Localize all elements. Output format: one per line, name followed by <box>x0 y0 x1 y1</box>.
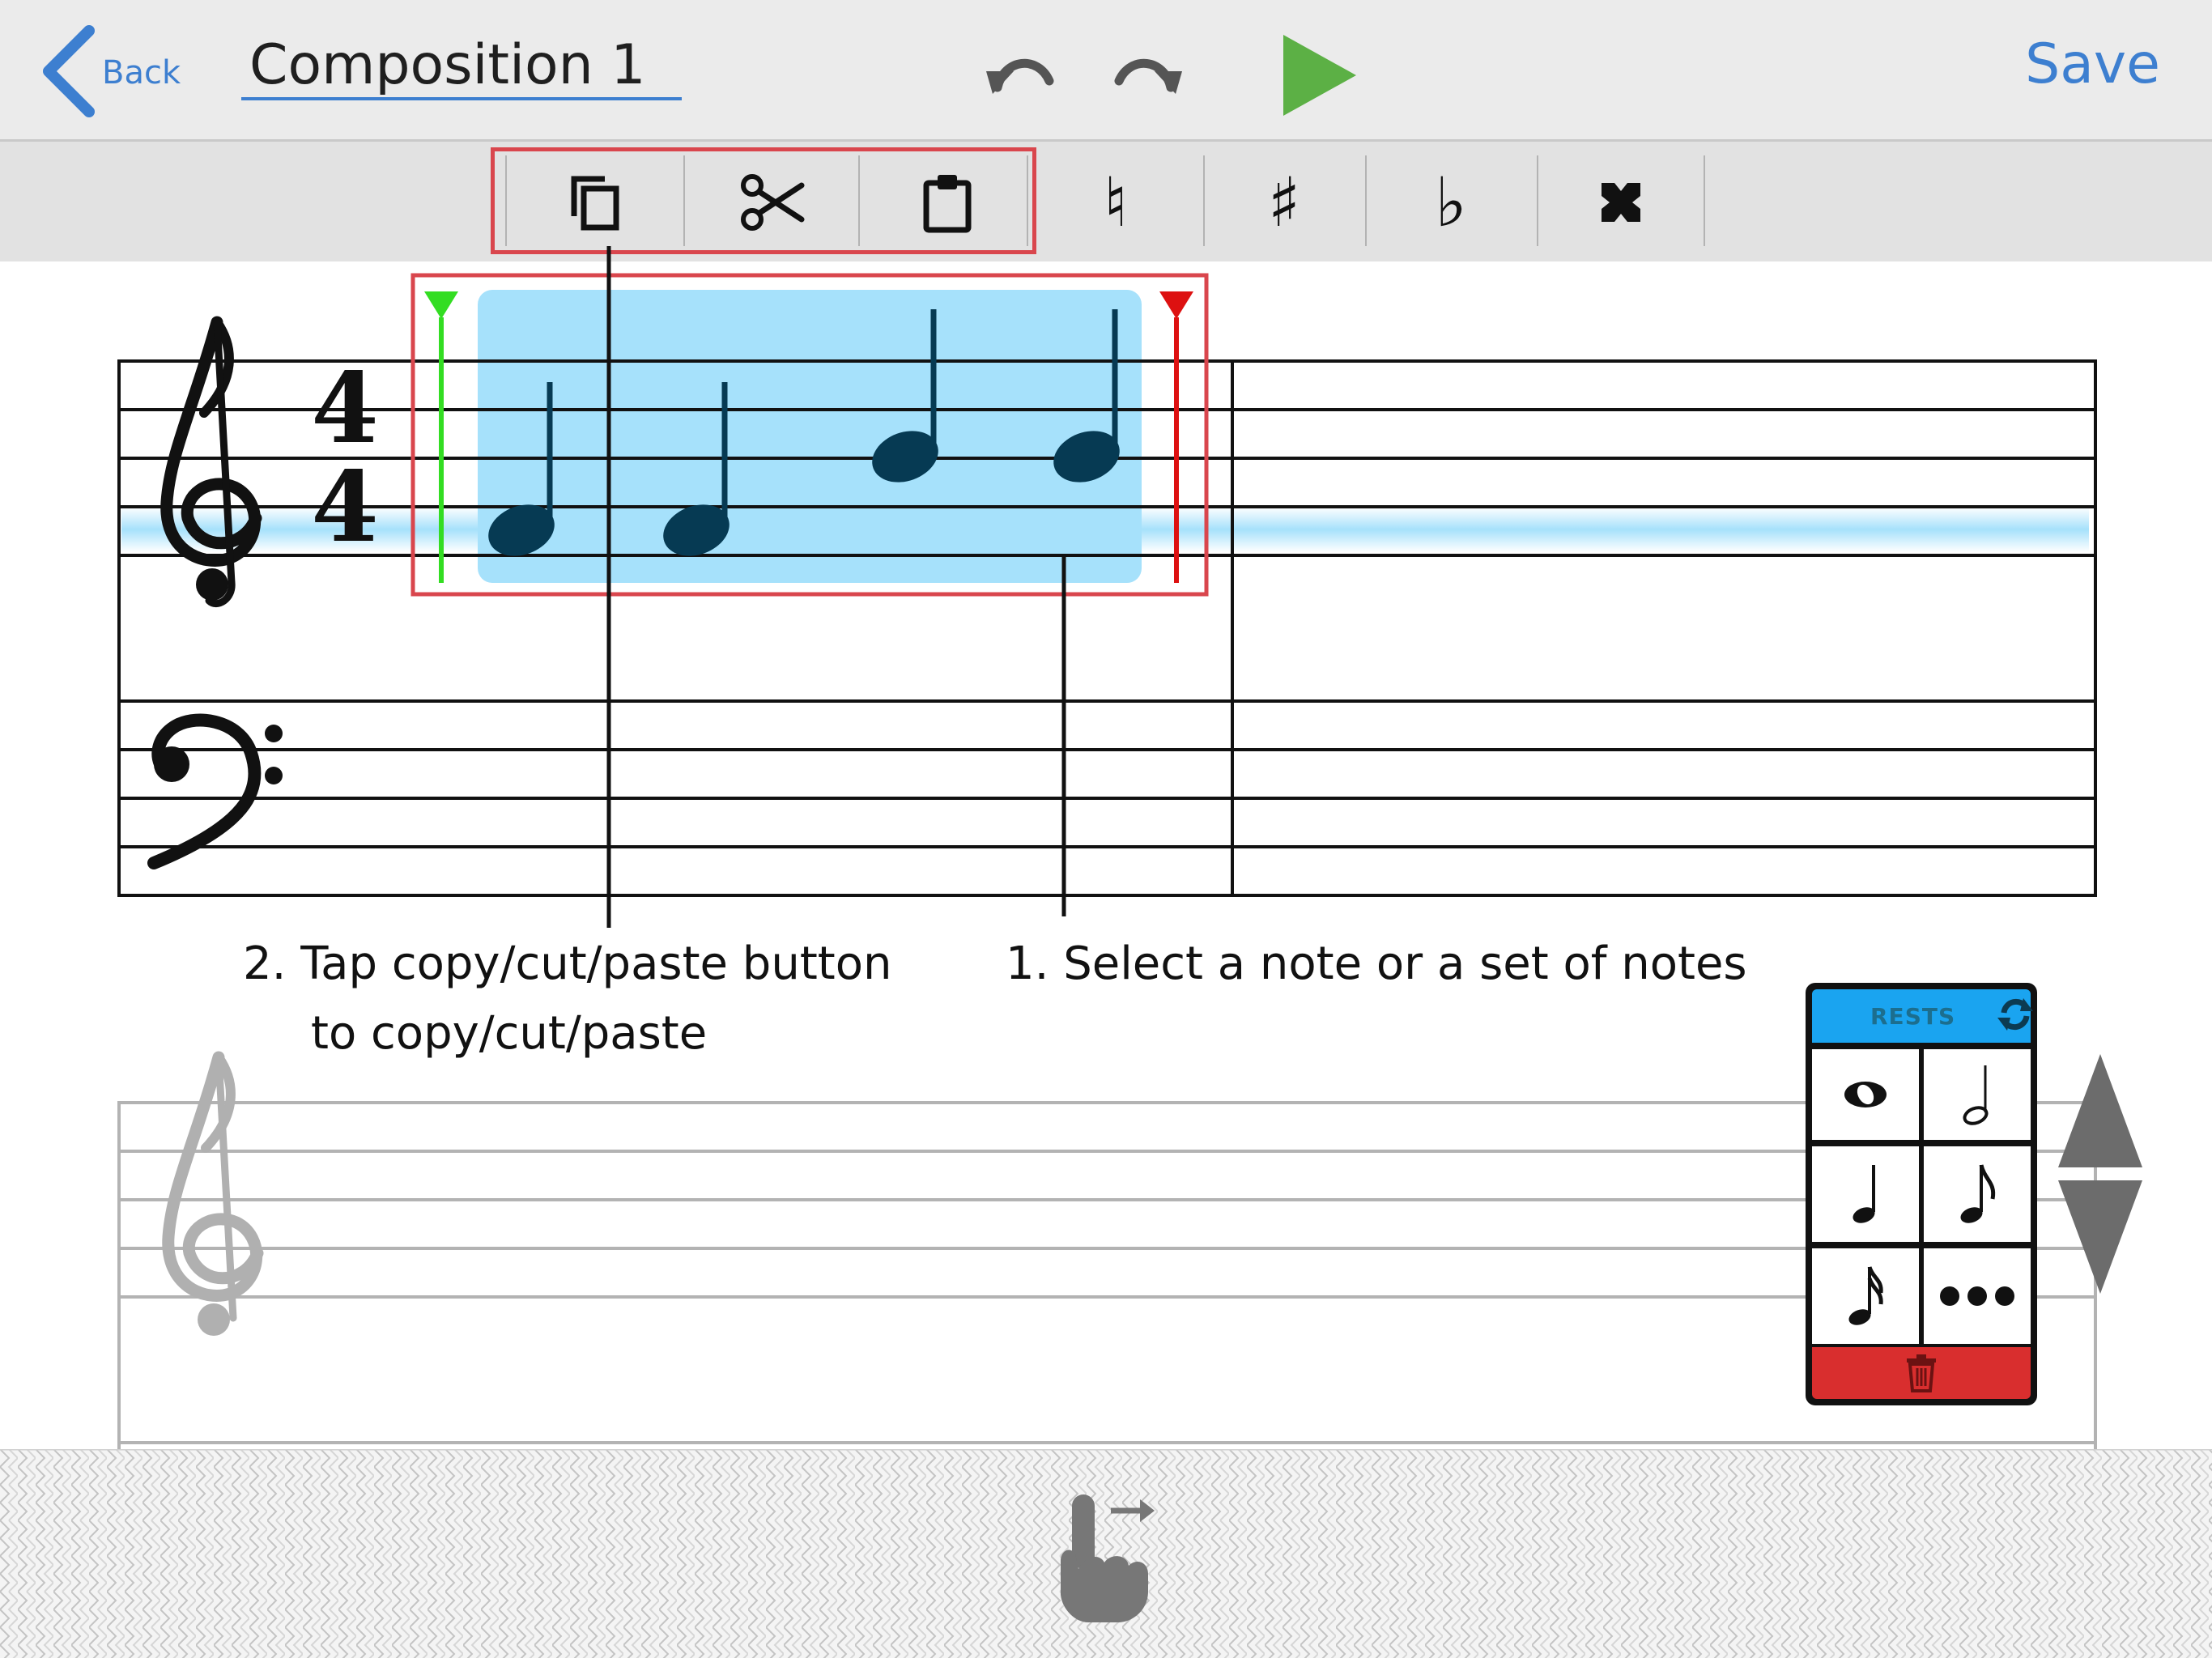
play-button[interactable] <box>1279 32 1360 118</box>
more-options-button[interactable] <box>1924 1248 2031 1344</box>
clipboard-icon <box>923 175 972 233</box>
more-icon <box>1940 1286 2014 1306</box>
sixteenth-note-icon <box>1848 1266 1883 1325</box>
delete-button[interactable] <box>1812 1347 2031 1399</box>
back-button[interactable]: Back <box>40 24 181 121</box>
save-button[interactable]: Save <box>2025 32 2160 96</box>
palette-header: RESTS <box>1812 989 2034 1043</box>
bass-clef-icon <box>147 713 283 869</box>
toolbar-divider <box>1365 155 1367 246</box>
toolbar-divider <box>1537 155 1538 246</box>
selection-start-marker <box>424 291 458 319</box>
natural-button[interactable]: ♮ <box>1030 155 1202 249</box>
scroll-up-button[interactable] <box>2057 1052 2144 1169</box>
composition-title-field[interactable] <box>241 32 682 100</box>
copy-icon <box>571 176 619 231</box>
flat-icon: ♭ <box>1435 163 1467 242</box>
scissors-icon <box>741 174 805 231</box>
callout-step1: 1. Select a note or a set of notes <box>1006 937 1747 990</box>
play-icon <box>1283 35 1356 116</box>
redo-icon <box>1114 58 1182 94</box>
cut-button[interactable] <box>687 155 858 249</box>
quarter-note <box>663 504 730 556</box>
scroll-up-icon <box>2058 1054 2142 1167</box>
whole-note-button[interactable] <box>1812 1049 1919 1140</box>
toolbar-divider <box>1203 155 1205 246</box>
next-system-staff <box>117 1101 2097 1449</box>
half-note-icon <box>1963 1065 1989 1125</box>
quarter-note <box>1053 431 1120 483</box>
callout-step2-line2: to copy/cut/paste <box>311 1007 708 1060</box>
swipe-hand-icon <box>1061 1494 1155 1622</box>
toolbar-divider <box>1027 155 1028 246</box>
selection-highlight-box <box>410 273 1209 597</box>
clipboard-tools-highlight <box>491 147 1036 254</box>
treble-clef-icon <box>162 1051 264 1322</box>
trash-icon <box>1907 1354 1936 1392</box>
toolbar-divider <box>683 155 685 246</box>
footer-pattern <box>0 1449 2212 1658</box>
time-signature-top: 4 <box>311 351 379 466</box>
time-signature-bottom: 4 <box>311 450 379 564</box>
double-sharp-button[interactable] <box>1538 155 1704 249</box>
selection-end-marker <box>1159 291 1193 319</box>
selection-highlight <box>478 290 1142 583</box>
bass-staff <box>118 699 2095 897</box>
scroll-down-icon <box>2058 1180 2142 1294</box>
toolbar-divider <box>505 155 507 246</box>
sharp-icon: ♯ <box>1267 163 1301 242</box>
edit-toolbar <box>0 142 2212 261</box>
quarter-note <box>872 431 938 483</box>
toolbar-divider <box>1704 155 1705 246</box>
sharp-button[interactable]: ♯ <box>1205 155 1363 249</box>
undo-button[interactable] <box>986 42 1056 100</box>
undo-icon <box>986 58 1054 94</box>
quarter-note-icon <box>1853 1165 1875 1223</box>
whole-note-icon <box>1844 1082 1887 1107</box>
back-chevron-icon <box>40 24 97 121</box>
palette-title[interactable]: RESTS <box>1870 1002 1956 1030</box>
flat-button[interactable]: ♭ <box>1367 155 1535 249</box>
quarter-note <box>488 504 555 556</box>
rests-toggle-icon[interactable] <box>1996 995 2035 1037</box>
back-label: Back <box>102 54 181 91</box>
natural-icon: ♮ <box>1103 163 1129 242</box>
double-sharp-icon <box>1602 183 1640 222</box>
swipe-hint[interactable] <box>1053 1488 1158 1626</box>
redo-button[interactable] <box>1112 42 1182 100</box>
toolbar-divider <box>858 155 860 246</box>
eighth-note-icon <box>1960 1164 1996 1223</box>
eighth-note-button[interactable] <box>1924 1146 2031 1242</box>
treble-clef-icon <box>160 316 262 608</box>
copy-button[interactable] <box>508 155 680 249</box>
half-note-button[interactable] <box>1924 1049 2031 1140</box>
paste-button[interactable] <box>861 155 1033 249</box>
selected-notes <box>488 309 1120 556</box>
sixteenth-note-button[interactable] <box>1812 1248 1919 1344</box>
callout-step2-line1: 2. Tap copy/cut/paste button <box>243 937 892 990</box>
quarter-note-button[interactable] <box>1812 1146 1919 1242</box>
scroll-down-button[interactable] <box>2057 1179 2144 1295</box>
